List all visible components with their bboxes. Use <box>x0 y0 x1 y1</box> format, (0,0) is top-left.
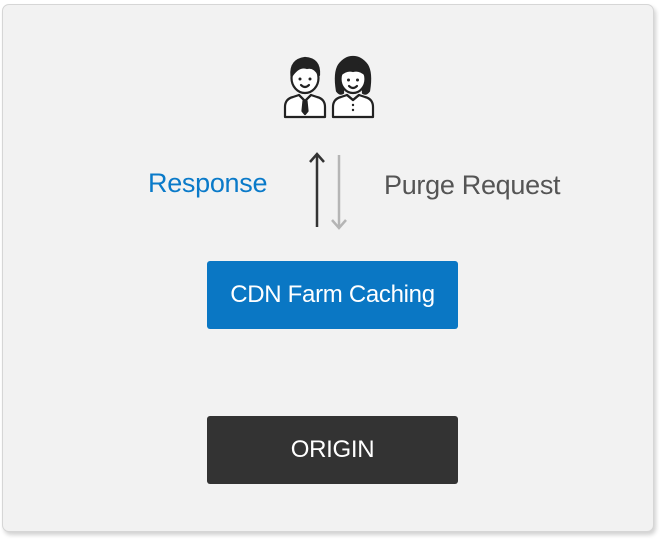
cdn-farm-caching-box: CDN Farm Caching <box>207 261 458 329</box>
purge-request-label: Purge Request <box>384 170 561 200</box>
origin-box: ORIGIN <box>207 416 458 484</box>
users-icon <box>283 55 375 119</box>
arrow-down-icon <box>331 155 347 230</box>
male-user-icon <box>283 56 327 119</box>
response-label: Response <box>148 168 268 198</box>
diagram-panel: Response Purge Request CDN Farm Caching … <box>2 4 654 532</box>
arrow-up-icon <box>309 152 325 227</box>
request-response-arrows <box>309 152 347 230</box>
female-user-icon <box>331 55 375 119</box>
